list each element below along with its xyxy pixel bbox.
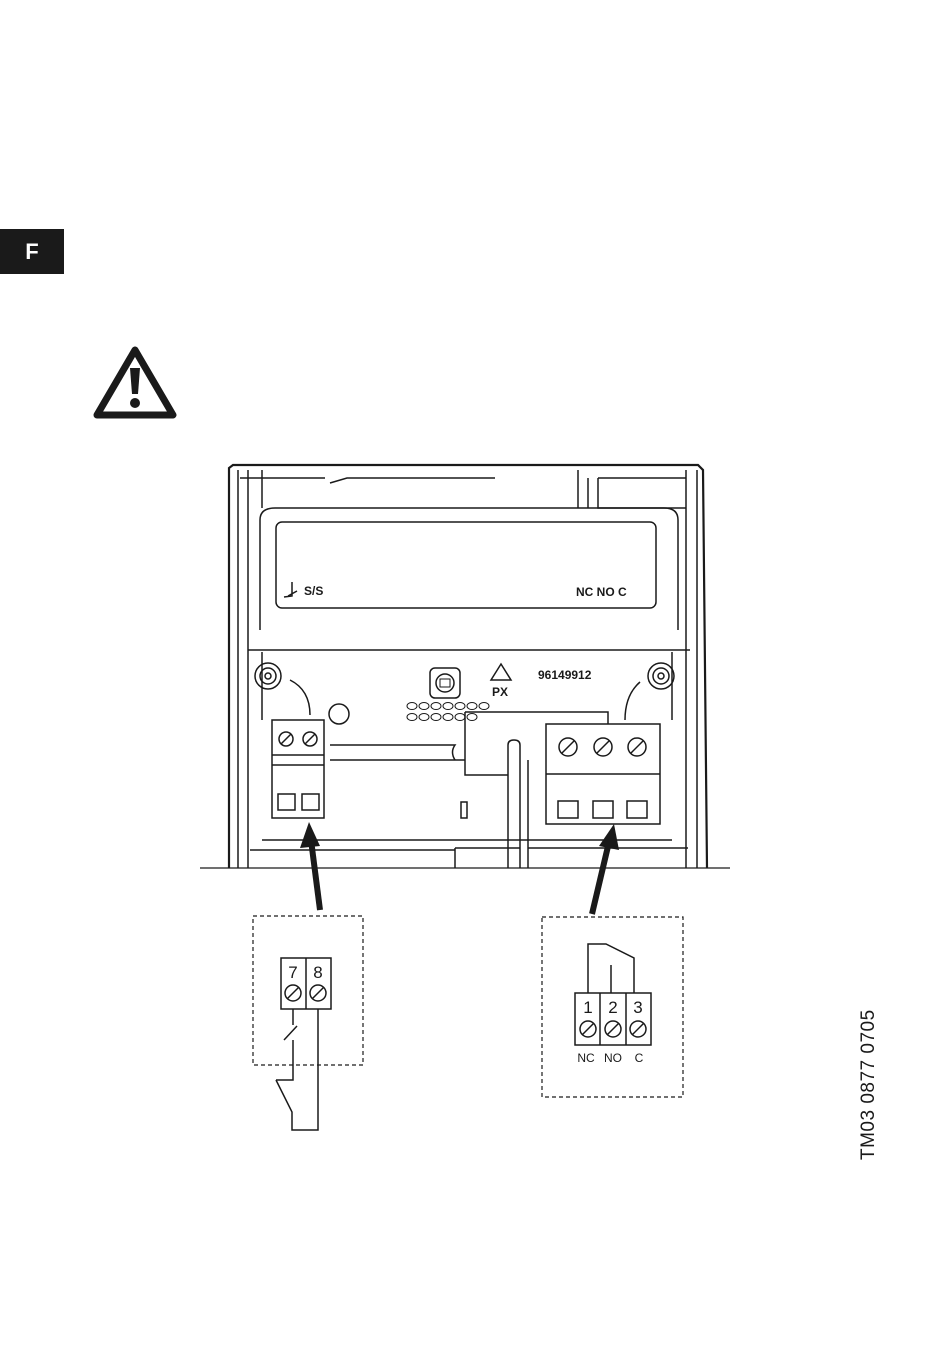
terminal-no-label: NO [604, 1051, 622, 1065]
device-terminal-block-relay [546, 724, 660, 824]
terminal-3-label: 3 [633, 998, 642, 1017]
terminal-2-label: 2 [608, 998, 617, 1017]
jumper [461, 802, 467, 818]
center-screw [430, 668, 460, 698]
figure-code-text: TM03 0877 0705 [858, 1009, 880, 1160]
external-terminal-1-2-3 [575, 944, 651, 1045]
device-housing [229, 465, 707, 868]
terminal-c-label: C [635, 1051, 644, 1065]
mounting-screw-right [625, 663, 674, 720]
ground-symbol-icon [284, 582, 297, 597]
relay-label: NC NO C [576, 585, 627, 599]
recycle-mark: PX [492, 685, 508, 699]
arrow-to-relay-terminal [592, 824, 619, 914]
arrow-to-ss-terminal [300, 822, 320, 910]
external-ss-box [253, 916, 363, 1065]
terminal-nc-label: NC [577, 1051, 595, 1065]
device-terminal-block-ss [272, 720, 324, 818]
indicator-hole [329, 704, 349, 724]
ss-label: S/S [304, 584, 323, 598]
part-number: 96149912 [538, 668, 592, 682]
terminal-7-label: 7 [288, 963, 297, 982]
terminal-8-label: 8 [313, 963, 322, 982]
mounting-screw-left [255, 663, 310, 715]
external-terminal-7-8 [276, 958, 331, 1130]
terminal-1-label: 1 [583, 998, 592, 1017]
recycle-icon [491, 664, 511, 680]
